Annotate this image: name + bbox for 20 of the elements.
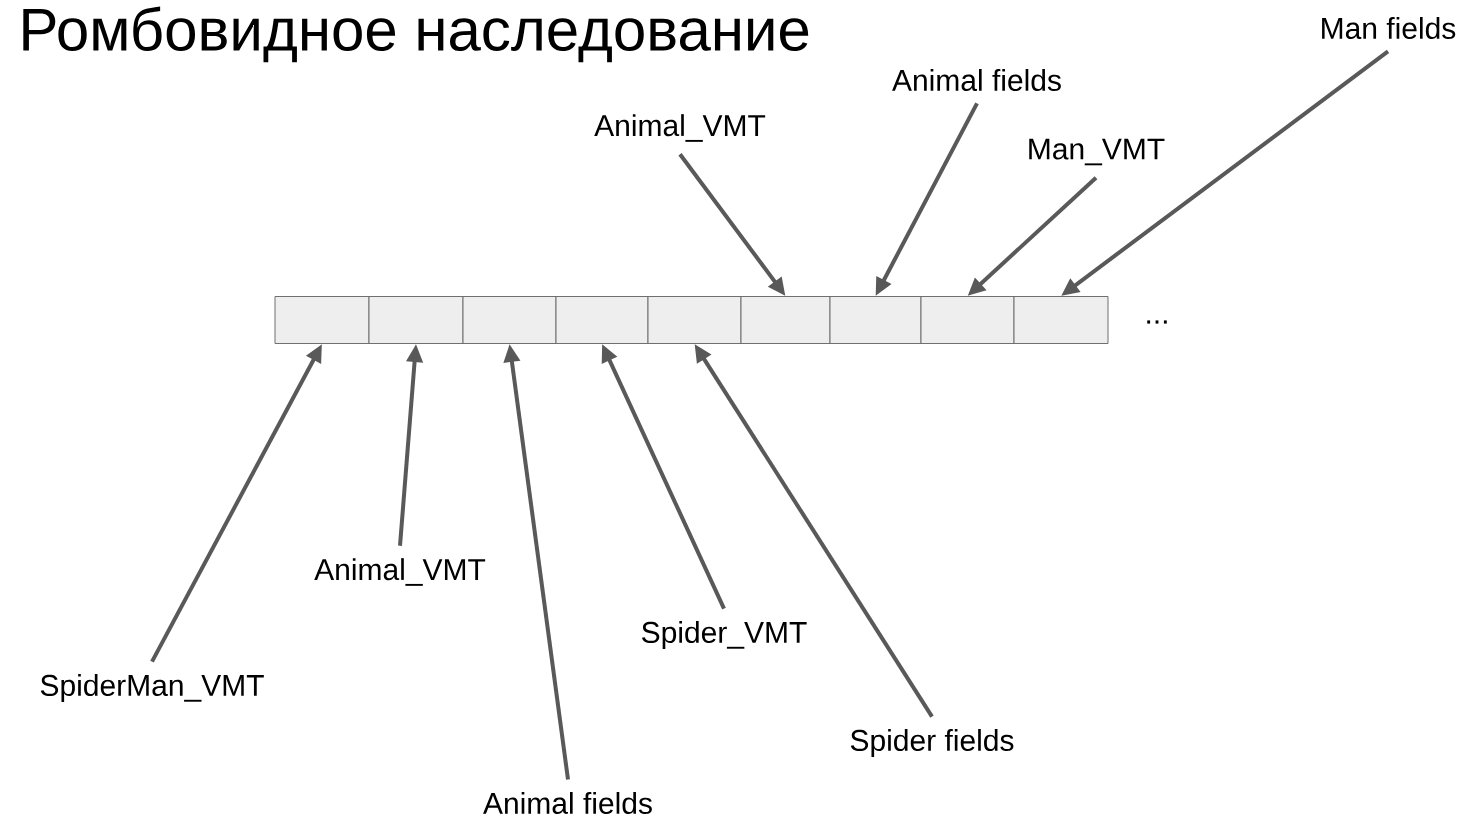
memory-cell bbox=[829, 296, 922, 344]
memory-cell bbox=[740, 296, 831, 344]
memory-cell bbox=[555, 296, 649, 344]
pointer-label: Animal fields bbox=[892, 69, 1061, 91]
pointer-label: Man_VMT bbox=[1029, 138, 1165, 166]
ellipsis: ... bbox=[1147, 320, 1167, 324]
memory-cell bbox=[920, 296, 1015, 344]
pointer-label: SpiderMan_VMT bbox=[40, 674, 264, 702]
memory-cell bbox=[1013, 296, 1109, 344]
pointer-label: Animal_VMT bbox=[314, 558, 486, 586]
pointer-label: Man fields bbox=[1322, 17, 1456, 39]
memory-cell bbox=[647, 296, 742, 344]
pointer-label: Spider_VMT bbox=[642, 621, 807, 649]
memory-cell bbox=[462, 296, 557, 344]
pointer-label: Animal_VMT bbox=[594, 114, 766, 142]
memory-cell bbox=[274, 296, 370, 344]
memory-cell bbox=[368, 296, 464, 344]
title: Ромбовидное наследование bbox=[23, 6, 809, 63]
pointer-label: Animal fields bbox=[483, 792, 652, 814]
pointer-label: Spider fields bbox=[850, 729, 1014, 757]
